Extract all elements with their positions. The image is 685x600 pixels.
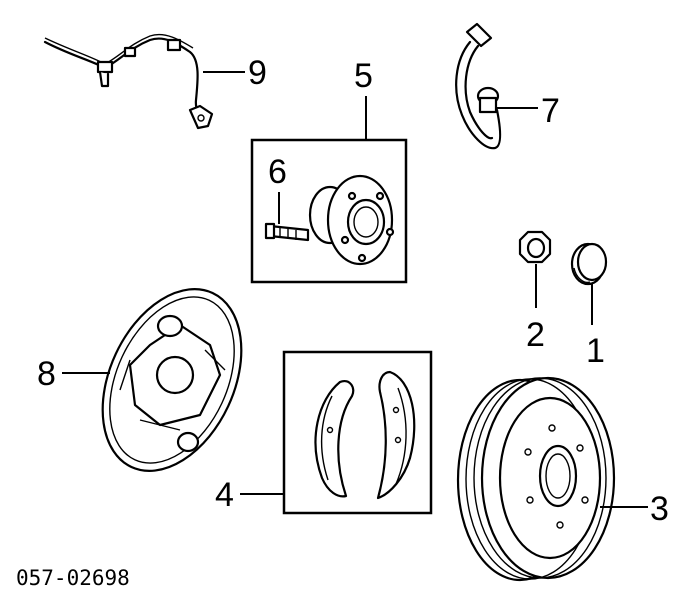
- callout-1: 1: [586, 332, 605, 370]
- brake-drum-part: [456, 376, 616, 582]
- callout-4: 4: [215, 476, 234, 514]
- brake-shoe-box: [282, 350, 433, 515]
- hub-bearing-part: [264, 174, 395, 266]
- callout-6: 6: [268, 153, 287, 191]
- brake-shoes-part: [314, 370, 416, 500]
- callout-8: 8: [37, 355, 56, 393]
- diagram-code: 057-02698: [16, 566, 130, 590]
- brake-hose-part: [455, 22, 502, 150]
- grease-cap-part: [570, 242, 608, 286]
- callout-2: 2: [526, 316, 545, 354]
- callout-9: 9: [248, 54, 267, 92]
- callout-7: 7: [541, 92, 560, 130]
- callout-5: 5: [354, 57, 373, 95]
- abs-sensor-wire-part: [43, 33, 214, 130]
- backing-plate-part: [101, 288, 243, 472]
- hub-nut-part: [518, 230, 552, 264]
- hub-assembly-box: [250, 138, 408, 284]
- callout-3: 3: [650, 490, 669, 528]
